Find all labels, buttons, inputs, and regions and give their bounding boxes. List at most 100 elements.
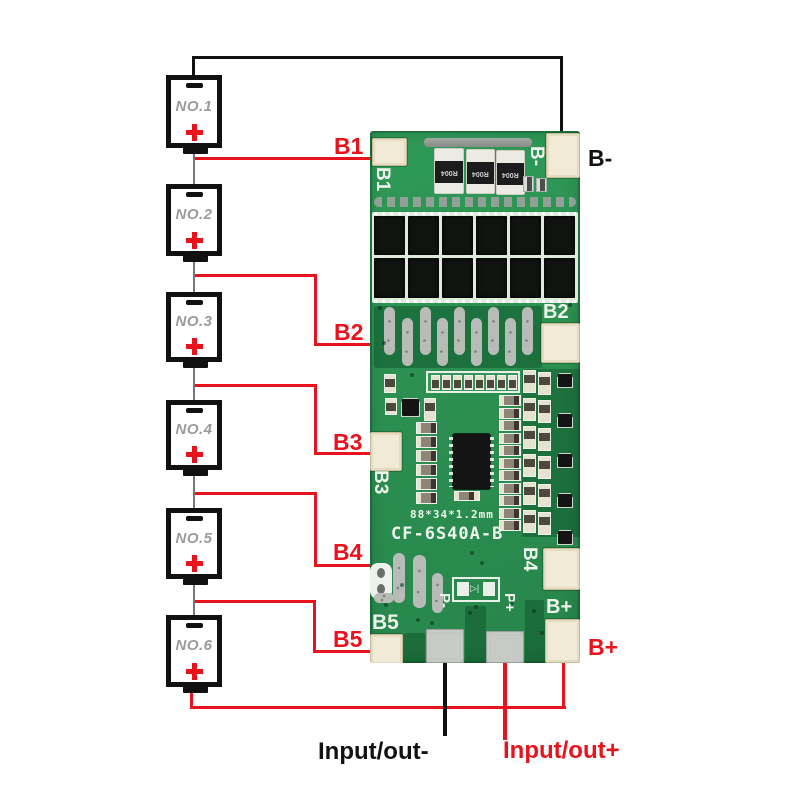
smd-component <box>486 375 495 390</box>
transistor <box>558 454 572 467</box>
plus-symbol <box>185 338 203 355</box>
b1-wire <box>195 157 385 160</box>
mosfet <box>374 258 405 298</box>
ic-pins <box>490 437 494 487</box>
b5-wire <box>313 650 385 653</box>
solder-capsule <box>454 307 465 355</box>
b-minus-wire <box>560 56 563 159</box>
smd-component <box>416 478 437 490</box>
mosfet <box>476 216 507 255</box>
protection-ic <box>453 434 490 489</box>
via-hole <box>400 583 404 587</box>
through-hole-pads <box>370 563 392 599</box>
mosfet <box>510 258 541 298</box>
minus-symbol <box>185 516 203 521</box>
shunt-label: R004 <box>440 168 458 176</box>
b3-wire <box>314 452 384 455</box>
b-minus-wire <box>192 56 563 59</box>
smd-component <box>497 375 506 390</box>
b2-wire <box>195 274 317 277</box>
solder-capsule <box>420 307 431 355</box>
b1-label: B1 <box>334 133 364 159</box>
smd-component <box>416 450 437 462</box>
b-minus-label: B- <box>588 145 613 171</box>
smd-component <box>499 507 521 519</box>
b2-wire <box>314 274 317 346</box>
transistor <box>558 494 572 507</box>
shunt-label: R004 <box>472 169 489 177</box>
via-hole <box>510 601 514 605</box>
plus-symbol <box>185 446 203 463</box>
smd-component <box>538 372 551 395</box>
smd-component <box>499 495 521 506</box>
via-hole <box>410 373 414 377</box>
solder-capsule <box>413 555 426 608</box>
b5-label: B5 <box>333 626 363 652</box>
ic-pins <box>449 437 453 487</box>
smd-component <box>416 464 437 476</box>
solder-capsule <box>522 307 533 355</box>
smd-component <box>499 432 521 444</box>
mosfet <box>442 258 473 298</box>
battery-cell-3: NO.3 <box>166 292 222 362</box>
minus-symbol <box>185 408 203 413</box>
battery-label-5: NO.5 <box>175 529 213 547</box>
via-hole <box>384 603 388 607</box>
via-hole <box>430 621 434 625</box>
mosfet <box>408 258 439 298</box>
silkscreen-b1: B1 <box>372 167 393 192</box>
minus-symbol <box>185 623 203 628</box>
series-link <box>193 476 195 508</box>
resistor-strip <box>426 371 520 393</box>
mosfet <box>544 216 575 255</box>
smd-component <box>385 398 397 415</box>
via-hole <box>468 611 472 615</box>
p-minus-pad <box>426 629 464 663</box>
smd-component <box>523 454 536 477</box>
smd-component <box>499 395 521 406</box>
battery-terminal-tab <box>183 361 208 368</box>
silkscreen-p-minus: P- <box>436 593 453 608</box>
solder-capsule <box>384 307 395 355</box>
battery-label-4: NO.4 <box>175 421 213 438</box>
smd-component <box>464 375 473 390</box>
smd-component <box>431 375 440 390</box>
minus-symbol <box>185 83 203 88</box>
shunt-resistor: R004 <box>496 150 525 195</box>
b5-wire <box>195 600 316 603</box>
bms-board: B1 B- R004 R004 R004 B2 <box>370 131 580 663</box>
smd-component <box>523 398 536 421</box>
solder-capsule <box>505 318 516 366</box>
shunt-resistor: R004 <box>466 149 495 194</box>
smd-component <box>453 375 462 390</box>
battery-terminal-tab <box>183 686 208 693</box>
shunt-resistor: R004 <box>434 148 464 194</box>
b-minus-wire <box>192 56 195 77</box>
via-hole <box>382 341 386 345</box>
smd-component <box>499 520 521 531</box>
b4-wire <box>314 492 317 567</box>
via-hole <box>470 551 474 555</box>
smd-component <box>538 428 551 451</box>
battery-terminal-tab <box>183 578 208 585</box>
minus-symbol <box>185 300 203 305</box>
solder-capsule <box>471 318 482 366</box>
smd-component <box>416 492 437 504</box>
b4-pad <box>543 548 580 590</box>
battery-cell-2: NO.2 <box>166 184 222 256</box>
smd-component <box>499 445 521 456</box>
smd-component <box>508 375 517 390</box>
smd-component <box>538 456 551 479</box>
plus-symbol <box>185 555 203 572</box>
silkscreen-b-plus: B+ <box>546 596 573 618</box>
mosfet <box>408 216 439 255</box>
smd-component <box>538 484 551 507</box>
plus-symbol <box>185 663 203 680</box>
solder-dot-strip <box>374 197 576 207</box>
smd-component <box>442 375 451 390</box>
smd-component <box>499 482 521 494</box>
silkscreen-b5: B5 <box>372 611 399 634</box>
series-link <box>193 262 195 292</box>
shunt-label: R004 <box>502 170 519 178</box>
silkscreen-b-minus: B- <box>526 146 547 167</box>
